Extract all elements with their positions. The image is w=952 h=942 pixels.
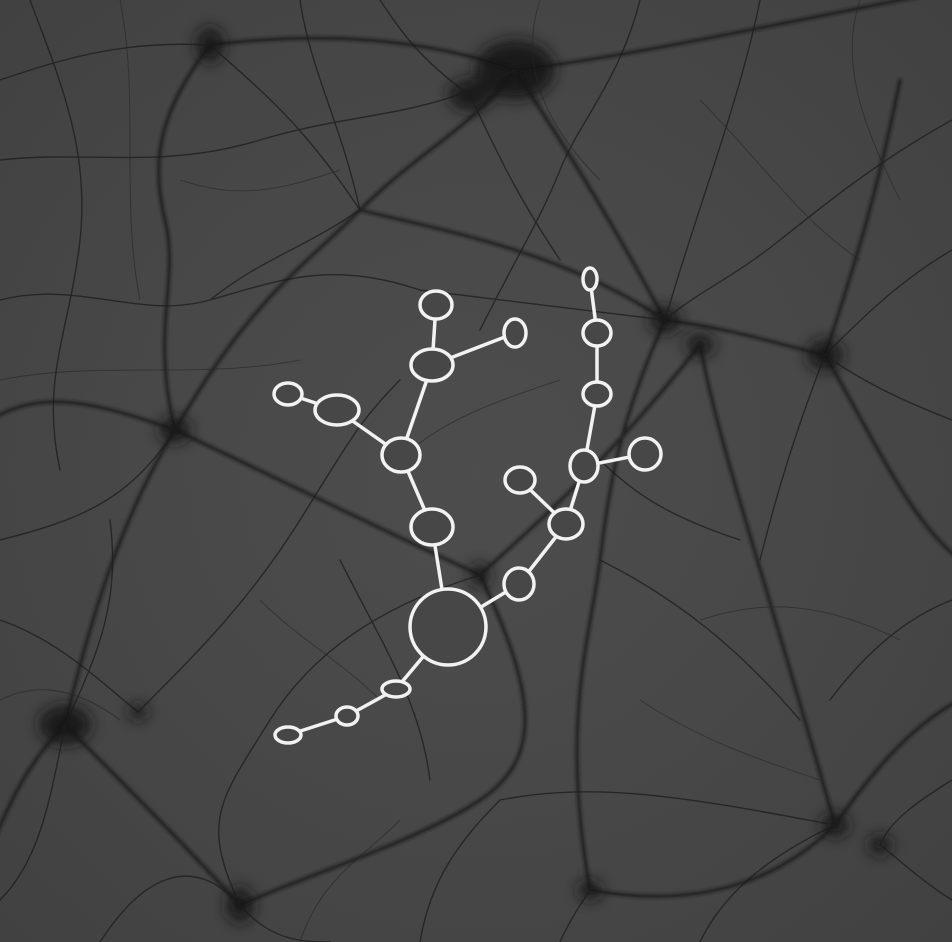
tree-node: [568, 448, 600, 484]
tree-node: [313, 393, 361, 427]
tree-node: [581, 318, 613, 348]
tree-node: [502, 317, 528, 349]
tree-node: [418, 289, 454, 321]
tree-node: [272, 381, 304, 407]
tree-node: [334, 705, 360, 727]
tree-node: [627, 436, 663, 472]
neuron-fibers-thick: [0, 0, 952, 907]
tree-node: [547, 507, 585, 541]
tree-root-node: [408, 587, 488, 667]
tree-node: [273, 725, 303, 745]
tree-node: [409, 507, 455, 547]
tree-node: [581, 266, 599, 292]
tree-node: [581, 380, 613, 408]
tree-node: [502, 566, 536, 602]
tree-nodes: [272, 266, 663, 745]
tree-node: [380, 436, 422, 474]
tree-node: [380, 679, 412, 699]
neuron-fibers-faint: [0, 0, 901, 942]
tree-node: [409, 347, 455, 383]
tree-node: [503, 465, 537, 495]
